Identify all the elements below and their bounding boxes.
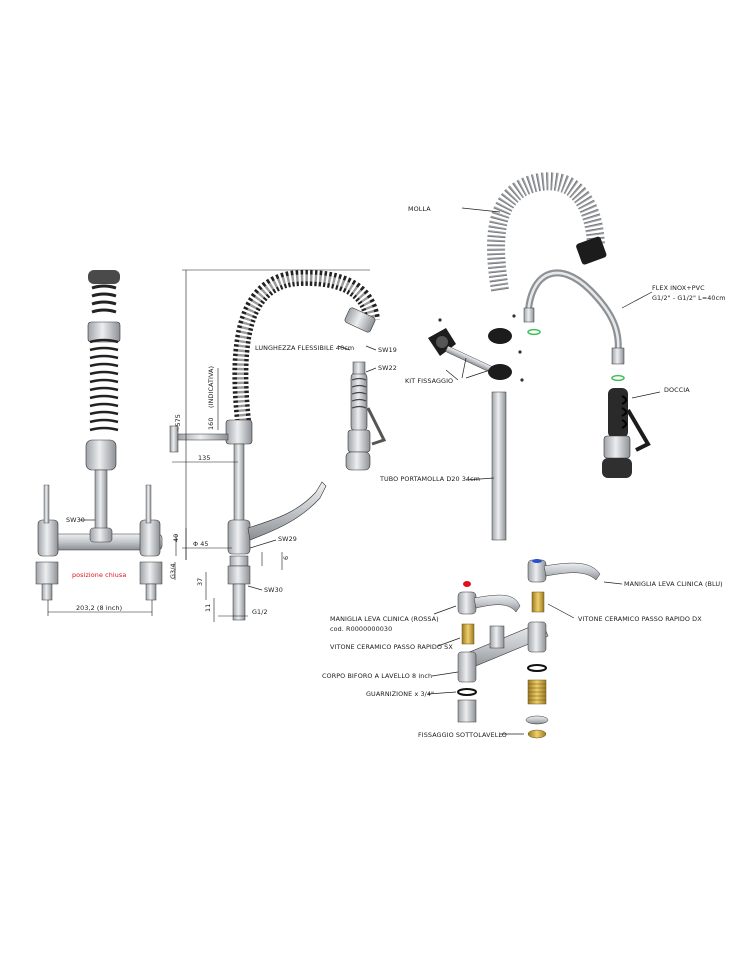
label-vitone-dx: VITONE CERAMICO PASSO RAPIDO DX bbox=[578, 615, 702, 623]
label-sw19: SW19 bbox=[378, 346, 397, 354]
label-flex-2: G1/2" - G1/2" L=40cm bbox=[652, 294, 726, 302]
label-kit-fissaggio: KIT FISSAGGIO bbox=[405, 377, 453, 385]
label-sw90: SW30 bbox=[66, 516, 85, 524]
label-indicativa: (INDICATIVA) bbox=[207, 366, 215, 408]
label-lunghezza: LUNGHEZZA FLESSIBILE 40cm bbox=[255, 344, 354, 352]
label-575: ~575 bbox=[174, 414, 182, 432]
front-view bbox=[35, 270, 177, 616]
label-g12: G1/2 bbox=[252, 608, 268, 616]
label-posizione-chiusa: posizione chiusa bbox=[72, 571, 126, 579]
label-phi45: Φ 45 bbox=[193, 540, 209, 548]
label-g34: G3/4 bbox=[169, 563, 177, 579]
label-sw29: SW29 bbox=[278, 535, 297, 543]
label-flex-1: FLEX INOX+PVC bbox=[652, 284, 705, 292]
molla-spring bbox=[487, 172, 605, 292]
label-sw22: SW22 bbox=[378, 364, 397, 372]
label-width-203: 203,2 (8 inch) bbox=[76, 604, 122, 612]
label-maniglia-rossa: MANIGLIA LEVA CLINICA (ROSSA) bbox=[330, 615, 439, 623]
side-view bbox=[169, 269, 387, 622]
exploded-upper bbox=[428, 172, 661, 541]
label-135: 135 bbox=[198, 454, 211, 462]
label-doccia: DOCCIA bbox=[664, 386, 690, 394]
label-tubo: TUBO PORTAMOLLA D20 34cm bbox=[379, 475, 480, 483]
label-corpo: CORPO BIFORO A LAVELLO 8 inch bbox=[322, 672, 432, 680]
label-molla: MOLLA bbox=[408, 205, 431, 213]
exploded-lower bbox=[427, 559, 623, 739]
label-6: 6 bbox=[282, 556, 290, 560]
label-fissaggio: FISSAGGIO SOTTOLAVELLO bbox=[418, 731, 507, 739]
flex-hose bbox=[524, 269, 622, 353]
label-11: 11 bbox=[204, 604, 212, 612]
label-40: 40 bbox=[172, 534, 180, 542]
label-vitone-sx: VITONE CERAMICO PASSO RAPIDO SX bbox=[330, 643, 453, 651]
label-160: 160 bbox=[207, 418, 215, 431]
label-sw30: SW30 bbox=[264, 586, 283, 594]
label-37: 37 bbox=[196, 578, 204, 586]
label-cod: cod. R0000000030 bbox=[330, 625, 392, 633]
label-maniglia-blu: MANIGLIA LEVA CLINICA (BLU) bbox=[624, 580, 723, 588]
label-guarnizione: GUARNIZIONE x 3/4" bbox=[366, 690, 434, 698]
